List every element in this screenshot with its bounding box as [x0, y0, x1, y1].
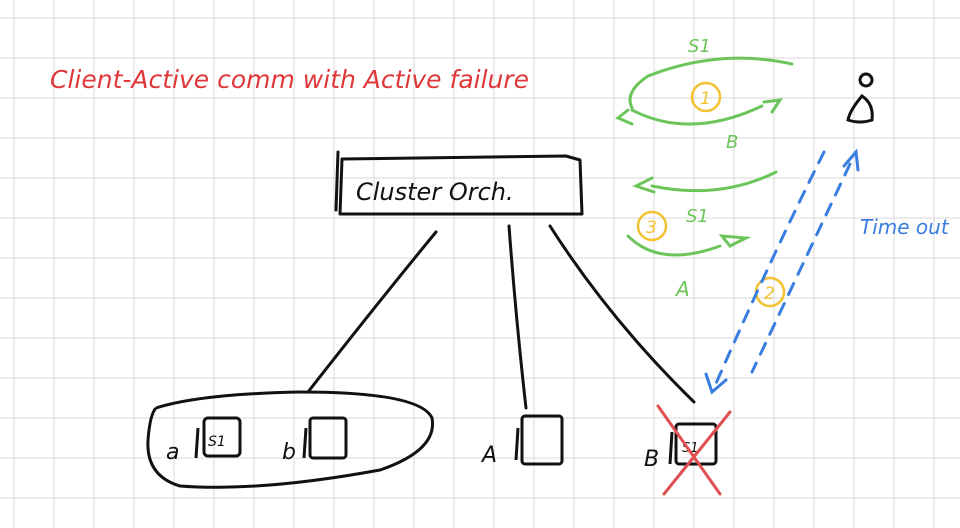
node-b-box	[308, 416, 348, 460]
node-b-label: b	[282, 440, 296, 465]
node-a-label: a	[166, 440, 179, 465]
failure-cross-icon	[656, 404, 732, 496]
node-a-box	[202, 416, 242, 458]
node-A: A	[480, 414, 564, 468]
timeout-flows	[712, 150, 852, 390]
flow-return-label: B	[726, 132, 738, 153]
green-flows	[615, 56, 794, 257]
flow-top-label: S1	[688, 36, 711, 57]
node-A-label: A	[480, 443, 497, 468]
node-B-box	[674, 422, 718, 466]
node-a-service: S1	[208, 434, 226, 450]
cluster-orchestrator: Cluster Orch.	[334, 150, 584, 216]
diagram-title: Client-Active comm with Active failure	[50, 65, 529, 94]
user-icon	[846, 72, 874, 124]
timeout-arrowheads	[704, 148, 860, 395]
connections	[306, 224, 696, 410]
step-1-marker	[690, 81, 722, 113]
step-1-label: 1	[700, 89, 711, 109]
flow-bottom-label: A	[674, 277, 690, 301]
node-B-label: B	[644, 447, 659, 472]
timeout-label: Time out	[860, 215, 950, 239]
step-3-label: 3	[646, 218, 657, 238]
step-3-marker	[636, 210, 668, 242]
node-A-box	[520, 414, 564, 466]
flow-mid-label: S1	[686, 206, 709, 227]
node-B: B S1	[644, 404, 732, 496]
step-2-label: 2	[764, 284, 775, 304]
cluster-label: Cluster Orch.	[356, 178, 514, 206]
node-group-ab: a S1 b	[146, 390, 435, 489]
link-cluster-to-A	[507, 224, 528, 410]
link-cluster-to-group	[306, 230, 438, 394]
step-markers: 1 3 2	[636, 81, 786, 308]
link-cluster-to-B	[548, 224, 696, 404]
